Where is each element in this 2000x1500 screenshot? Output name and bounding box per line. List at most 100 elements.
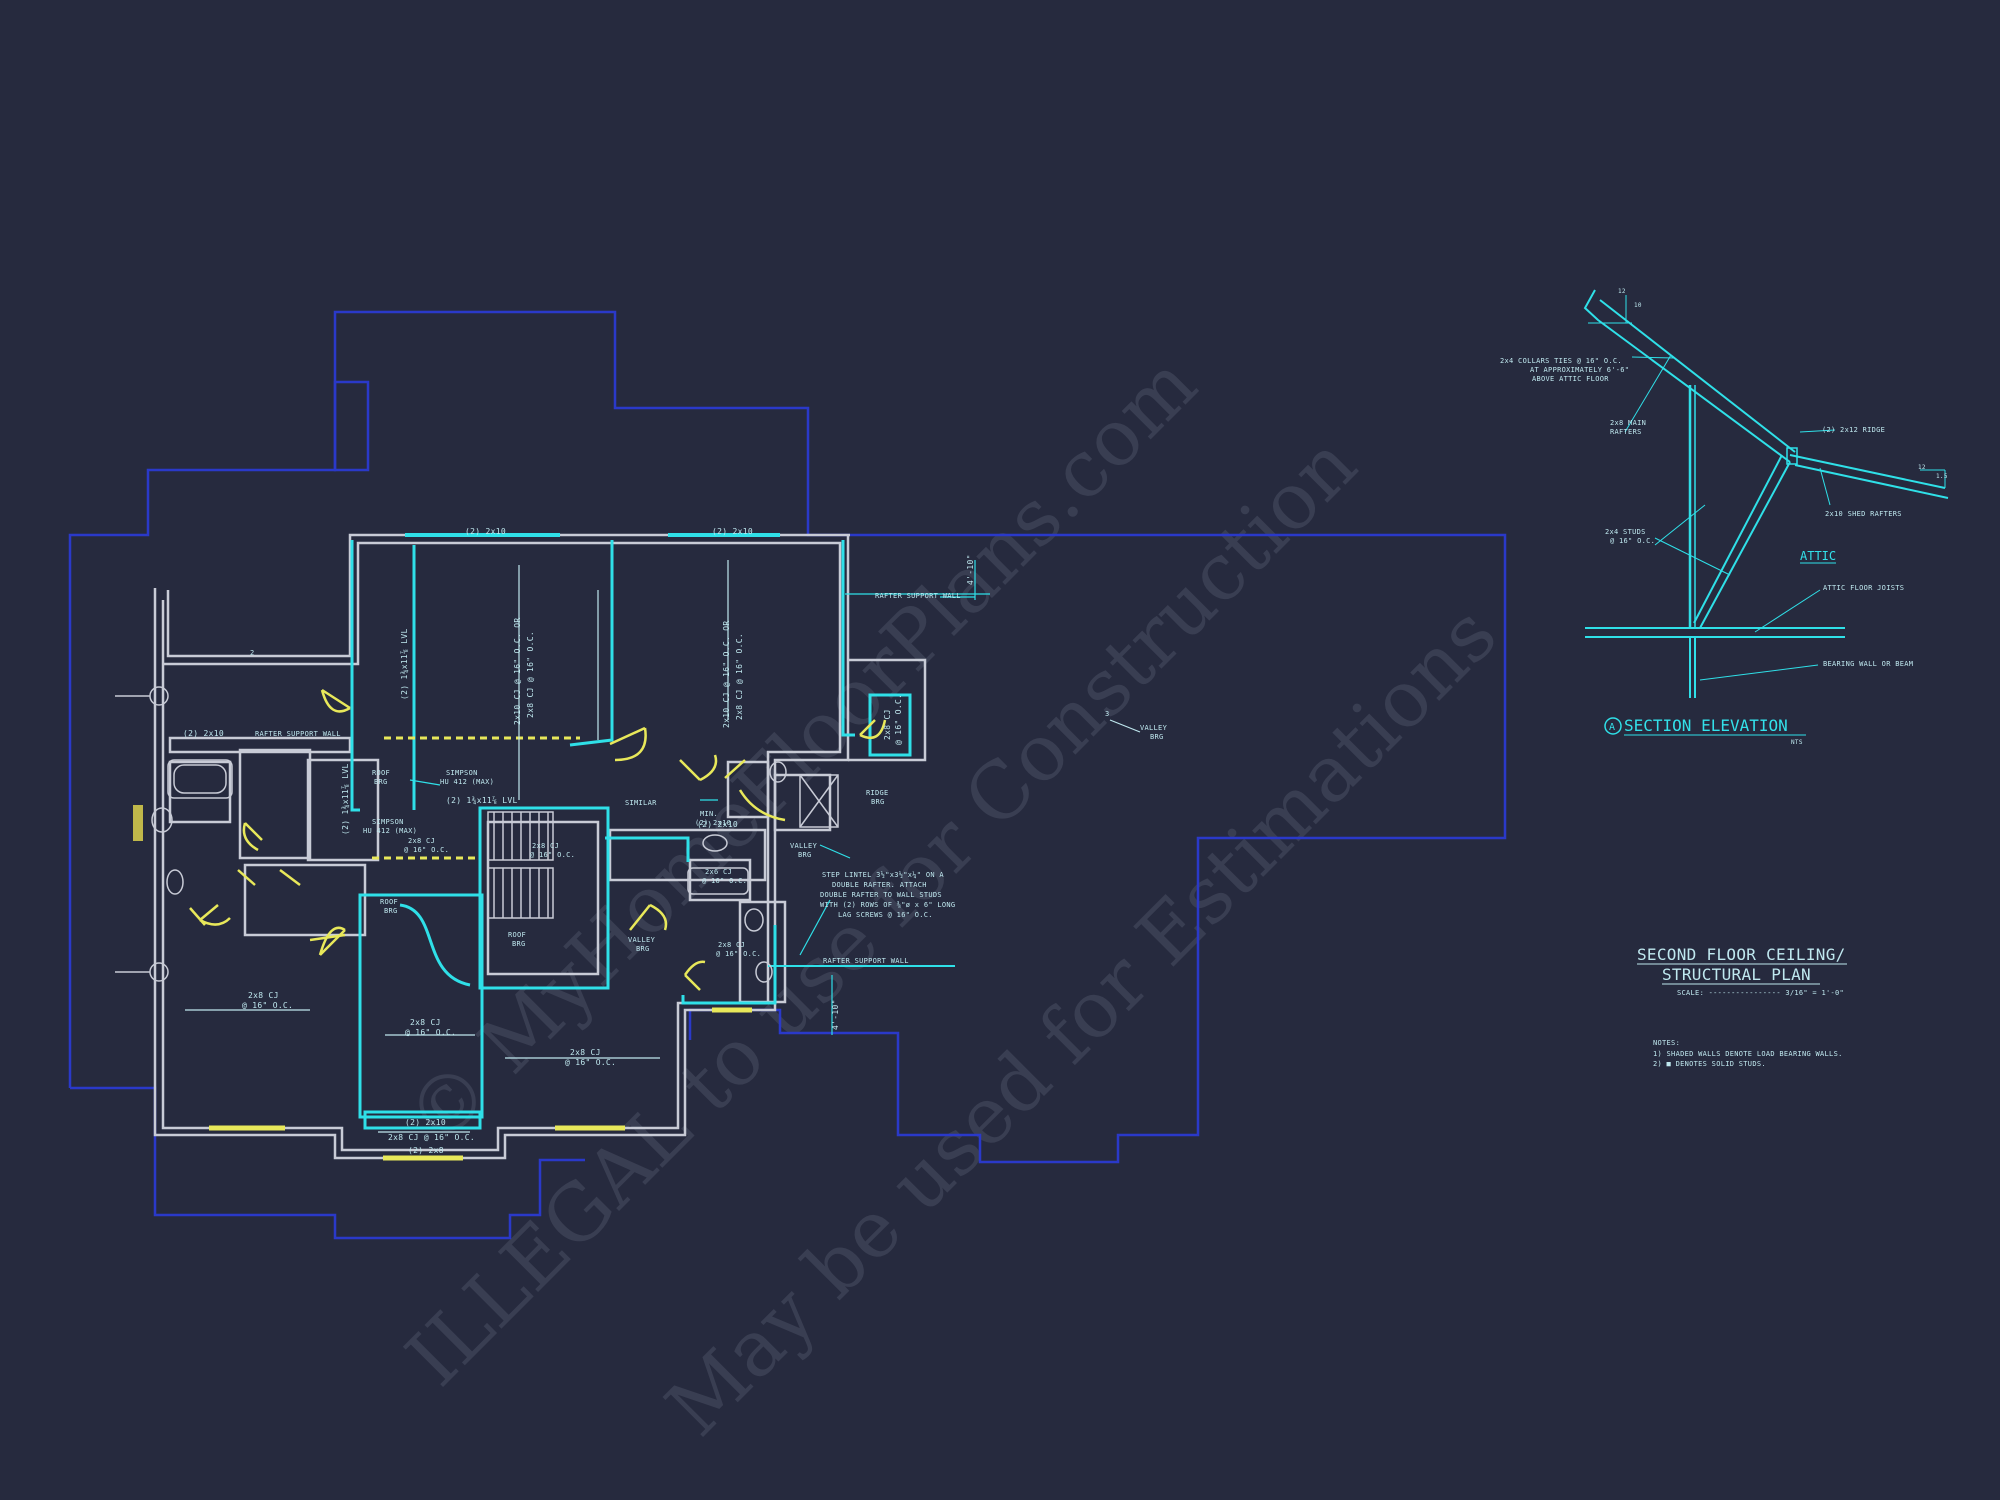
ridge-brg-label: BRG	[871, 798, 885, 806]
lvl-label: (2) 1¾x11⅞ LVL	[400, 628, 409, 700]
rafter-support-wall-label: RAFTER SUPPORT WALL	[823, 957, 909, 965]
steel-lintel-note: WITH (2) ROWS OF ⅜"ø x 6" LONG	[820, 900, 955, 909]
ceiling-joist-label: @ 16" O.C.	[405, 1028, 456, 1037]
valley-brg-label: VALLEY	[1140, 724, 1168, 732]
section-nts: NTS	[1791, 739, 1803, 746]
ceiling-joist-label: @ 16" O.C.	[702, 877, 747, 885]
section-labels: 2x4 COLLARS TIES @ 16" O.C. AT APPROXIMA…	[1500, 288, 1948, 746]
roof-brg-label: ROOF	[380, 898, 398, 906]
ceiling-joist-label: 2x8 CJ	[408, 837, 435, 845]
ceiling-joist-label: 2x8 CJ @ 16" O.C.	[735, 633, 744, 720]
dimension-label: 4'-10"	[831, 999, 840, 1030]
header-label: (2) 2x10	[405, 1118, 446, 1127]
note-item: 1) SHADED WALLS DENOTE LOAD BEARING WALL…	[1653, 1050, 1843, 1058]
section-marker: A	[1609, 722, 1615, 733]
ceiling-joist-label: @ 16" O.C.	[565, 1058, 616, 1067]
steel-lintel-note: DOUBLE RAFTER TO WALL STUDS	[820, 891, 942, 899]
ceiling-joist-label: @ 16" O.C.	[530, 851, 575, 859]
section-elevation	[1583, 289, 1949, 735]
section-note: (2) 2x12 RIDGE	[1822, 426, 1885, 434]
min-header-label: MIN.	[700, 810, 718, 818]
bearing-walls	[350, 540, 955, 1130]
section-note: RAFTERS	[1610, 428, 1642, 436]
roof-brg-label: BRG	[374, 778, 388, 786]
rafter-support-wall-label: RAFTER SUPPORT WALL	[255, 730, 341, 738]
section-note: 2x8 MAIN	[1610, 419, 1646, 427]
joist-lines	[185, 560, 1141, 1133]
watermark: © MyHomeFloorPlans.com ILLEGAL to use fo…	[390, 339, 1514, 1453]
attic-label: ATTIC	[1800, 549, 1836, 563]
ceiling-joist-label: 2x10 CJ @ 16" O.C. OR	[722, 621, 731, 728]
steel-lintel-note: DOUBLE RAFTER. ATTACH	[832, 881, 927, 889]
roof-brg-label: BRG	[512, 940, 526, 948]
number-label: 3	[1105, 710, 1110, 718]
header-label: (2) 2x10	[465, 527, 506, 536]
ceiling-joist-label: 2x10 CJ @ 16" O.C. OR	[513, 618, 522, 725]
pitch-label: 12	[1618, 288, 1626, 295]
ceiling-joist-label: 2x8 CJ	[410, 1018, 441, 1027]
roof-brg-label: ROOF	[372, 769, 390, 777]
simpson-label: HU 412 (MAX)	[363, 827, 417, 835]
pitch-label: 10	[1634, 302, 1642, 309]
plan-title: STRUCTURAL PLAN	[1662, 965, 1811, 984]
ceiling-joist-label: 2x8 CJ	[248, 991, 279, 1000]
section-note: AT APPROXIMATELY 6'-6"	[1530, 366, 1629, 374]
simpson-label: SIMPSON	[372, 818, 404, 826]
ridge-brg-label: RIDGE	[866, 789, 889, 797]
bath-fixtures	[151, 759, 839, 983]
valley-brg-label: BRG	[798, 851, 812, 859]
steel-lintel-note: LAG SCREWS @ 16" O.C.	[838, 911, 933, 919]
section-note: ATTIC FLOOR JOISTS	[1823, 584, 1904, 592]
stairs	[487, 811, 554, 919]
section-note: BEARING WALL OR BEAM	[1823, 660, 1913, 668]
ceiling-joist-label: 2x8 CJ	[718, 941, 745, 949]
header-label: (2) 2x10	[183, 729, 224, 738]
column-markers	[115, 686, 169, 982]
min-header-label: (2) 2x10	[695, 819, 731, 827]
ceiling-joist-label: @ 16" O.C.	[716, 950, 761, 958]
section-note: 2x4 STUDS	[1605, 528, 1646, 536]
simpson-label: HU 412 (MAX)	[440, 778, 494, 786]
section-title: SECTION ELEVATION	[1624, 716, 1788, 735]
ceiling-joist-label: 2x8 CJ	[532, 842, 559, 850]
section-note: ABOVE ATTIC FLOOR	[1532, 375, 1609, 383]
pitch-label: 1.5	[1936, 473, 1948, 480]
ceiling-joist-label: @ 16" O.C.	[242, 1001, 293, 1010]
note-item: 2) ■ DENOTES SOLID STUDS.	[1653, 1060, 1766, 1068]
valley-brg-label: BRG	[636, 945, 650, 953]
number-label: 2	[250, 649, 255, 657]
lvl-label: (2) 1¾x11⅞ LVL	[446, 796, 518, 805]
lvl-label: (2) 1¾x11⅞ LVL	[341, 763, 350, 835]
similar-label: SIMILAR	[625, 799, 657, 807]
plan-scale: SCALE: ---------------- 3/16" = 1'-0"	[1677, 989, 1844, 997]
notes-heading: NOTES:	[1653, 1039, 1680, 1047]
header-label: (2) 2x8	[408, 1146, 444, 1155]
ceiling-joist-label: @ 16" O.C.	[404, 846, 449, 854]
simpson-label: SIMPSON	[446, 769, 478, 777]
rafter-support-wall-label: RAFTER SUPPORT WALL	[875, 592, 961, 600]
pitch-label: 12	[1918, 464, 1926, 471]
header-label: (2) 2x10	[712, 527, 753, 536]
roof-outline	[68, 310, 1507, 1240]
ceiling-joist-label: 2x8 CJ @ 16" O.C.	[526, 631, 535, 718]
plan-title: SECOND FLOOR CEILING/	[1637, 945, 1846, 964]
ceiling-joist-label: 2x8 CJ @ 16" O.C.	[388, 1133, 475, 1142]
steel-lintel-note: STEP LINTEL 3½"x3½"x¼" ON A	[822, 871, 944, 879]
valley-brg-label: VALLEY	[628, 936, 656, 944]
plan-title-block: SECOND FLOOR CEILING/ STRUCTURAL PLAN SC…	[1637, 945, 1847, 1068]
ceiling-joist-label: 2x6 CJ	[705, 868, 732, 876]
roof-brg-label: ROOF	[508, 931, 526, 939]
section-note: @ 16" O.C.	[1610, 537, 1655, 545]
valley-brg-label: VALLEY	[790, 842, 818, 850]
dimension-label: 4'-10"	[966, 554, 975, 585]
doors	[189, 688, 887, 991]
section-note: 2x4 COLLARS TIES @ 16" O.C.	[1500, 357, 1622, 365]
header-label: (2) 2x10	[697, 820, 738, 829]
ceiling-joist-label: 2x8 CJ	[883, 709, 892, 740]
windows-and-beams	[133, 533, 780, 1161]
valley-brg-label: BRG	[1150, 733, 1164, 741]
section-note: 2x10 SHED RAFTERS	[1825, 510, 1902, 518]
roof-brg-label: BRG	[384, 907, 398, 915]
ceiling-joist-label: @ 16" O.C.	[894, 694, 903, 745]
